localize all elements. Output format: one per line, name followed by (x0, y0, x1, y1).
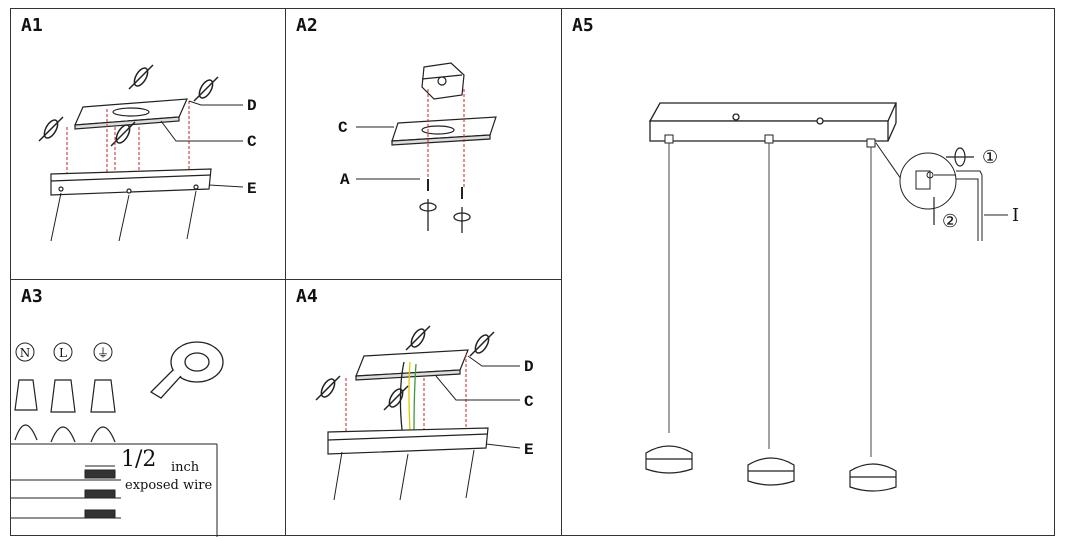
rotate-arrow-icons (419, 199, 471, 233)
label-c: C (338, 119, 348, 137)
wire-symbol-icons (15, 342, 113, 362)
a5-diagram: ① ② I (645, 102, 1019, 492)
junction-box (421, 62, 465, 100)
tape-roll-icon (149, 341, 224, 399)
leader-lines (160, 100, 244, 188)
panel-a1: A1 (10, 8, 286, 280)
step-one-icon: ① (982, 147, 998, 168)
strip-length: 1/2 (121, 447, 156, 472)
panel-a3: A3 N L ⏚ 1/2 inch exposed wire (10, 279, 286, 537)
mounting-bracket (391, 116, 497, 146)
panel-title: A5 (572, 15, 594, 36)
label-d: D (247, 97, 257, 115)
symbol-ground-icon: ⏚ (97, 346, 109, 360)
symbol-live: L (59, 346, 67, 360)
cable-grippers (664, 134, 876, 148)
suspension-cables (50, 190, 197, 242)
panel-a5: A5 (561, 8, 1055, 536)
alignment-guides (427, 89, 465, 187)
panel-title: A4 (296, 286, 318, 307)
panel-title: A3 (21, 286, 43, 307)
a1-diagram: D C E (38, 64, 257, 242)
label-a: A (340, 171, 350, 189)
label-e: E (247, 180, 257, 198)
strip-caption: exposed wire (125, 478, 212, 493)
strip-unit: inch (171, 460, 200, 475)
a2-diagram: C A (338, 62, 497, 233)
a3-diagram: N L ⏚ 1/2 inch exposed wire (11, 341, 224, 537)
panel-title: A1 (21, 15, 43, 36)
label-d: D (524, 358, 534, 376)
label-c: C (247, 133, 257, 151)
a4-diagram: D C E (315, 325, 534, 501)
panel-title: A2 (296, 15, 318, 36)
symbol-neutral: N (20, 346, 31, 360)
mounting-bracket (74, 98, 188, 130)
pendant-shades (645, 445, 897, 492)
suspension-cables (668, 143, 872, 457)
label-i: I (1012, 205, 1019, 226)
panel-a2: A2 C A (285, 8, 562, 280)
rotate-arrow-icons (933, 147, 974, 225)
step-two-icon: ② (942, 211, 958, 232)
canopy-plate (327, 427, 489, 455)
wire-connector-icons (14, 379, 116, 443)
canopy-plate (50, 168, 212, 196)
canopy-plate (648, 102, 898, 142)
leader-lines (356, 126, 420, 180)
suspension-cables (333, 449, 475, 501)
label-c: C (524, 393, 534, 411)
label-e: E (524, 441, 534, 459)
panel-a4: A4 (285, 279, 562, 536)
leader-lines (435, 355, 521, 449)
screws (427, 179, 463, 199)
mounting-bracket (355, 349, 469, 381)
detail-callout (875, 142, 983, 241)
rotate-arrow-icons (315, 325, 495, 411)
wire-strip-table (11, 443, 218, 537)
